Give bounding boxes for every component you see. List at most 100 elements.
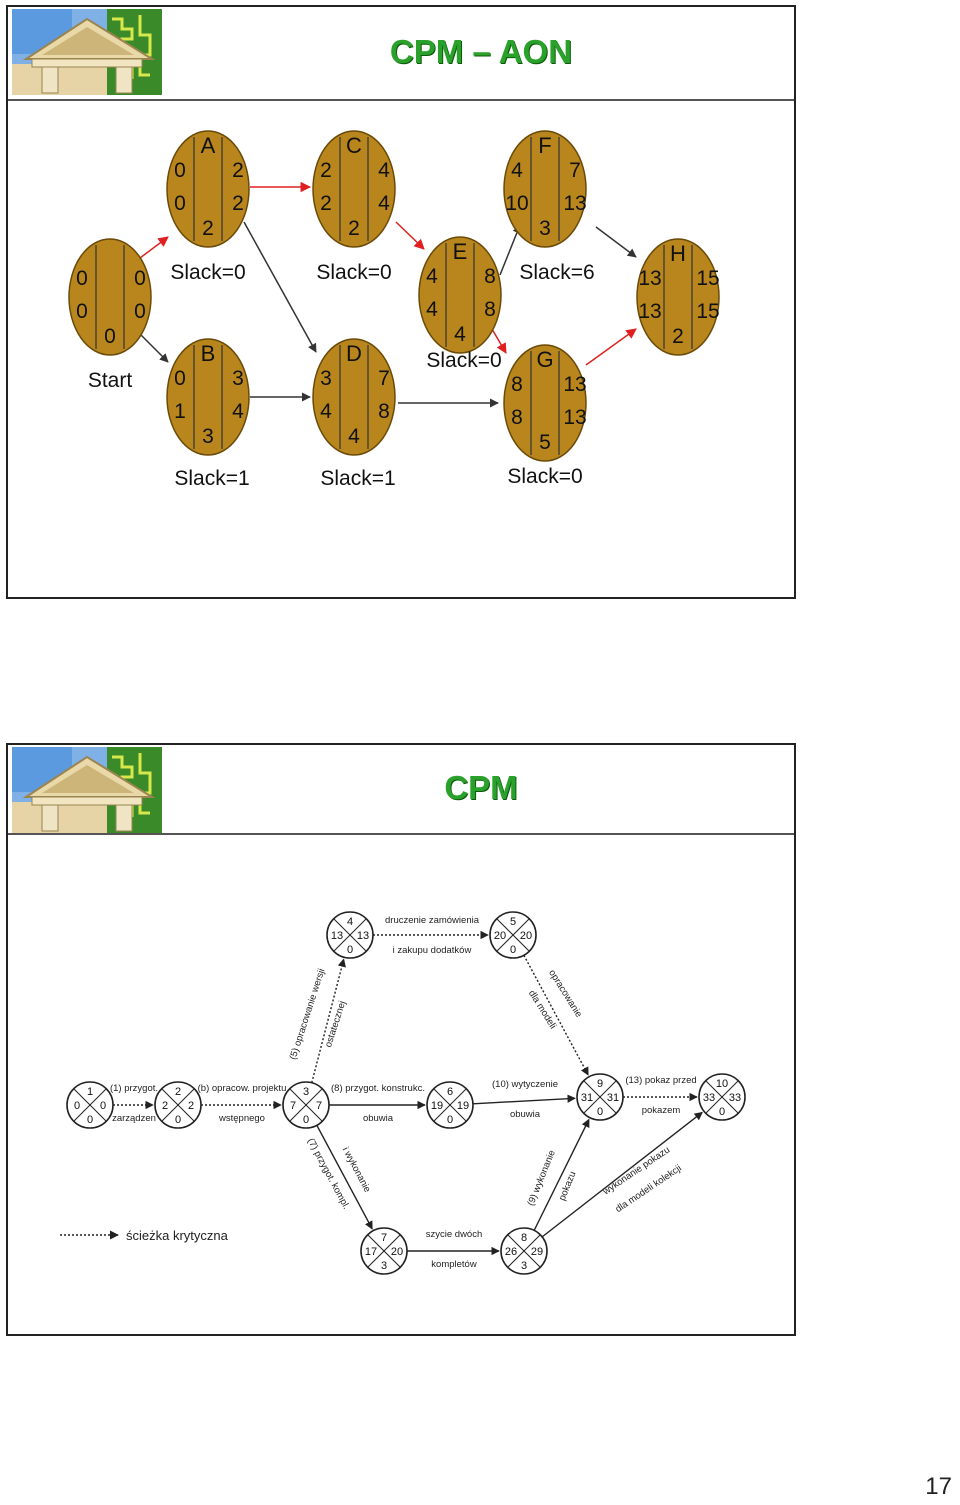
node-early-start: 13	[638, 267, 661, 290]
node-name: G	[536, 347, 553, 372]
edge-8-10	[541, 1111, 703, 1238]
node-duration: 2	[672, 325, 684, 348]
slide-header: CPM – AON	[8, 7, 794, 101]
event-earliest: 31	[581, 1092, 593, 1104]
event-number: 3	[303, 1086, 309, 1098]
event-earliest: 19	[431, 1100, 443, 1112]
aon-node-shape	[166, 130, 250, 248]
node-early-finish: 4	[378, 159, 390, 182]
event-cross-b	[161, 1088, 195, 1122]
slide-title-2: CPM	[444, 769, 518, 806]
node-late-finish: 13	[563, 192, 586, 215]
node-duration: 5	[539, 431, 551, 454]
event-cross-b	[705, 1080, 739, 1114]
node-early-start: 0	[174, 159, 186, 182]
start-label: Start	[88, 369, 133, 392]
event-latest: 29	[531, 1246, 543, 1258]
label-9-10-bot: pokazem	[642, 1105, 681, 1116]
label-5-9-top: opracowanie	[546, 968, 584, 1020]
node-early-finish: 7	[378, 367, 390, 390]
event-number: 4	[347, 916, 353, 928]
event-earliest: 0	[74, 1100, 80, 1112]
aon-node-shape	[312, 338, 396, 456]
event-cross-b	[583, 1080, 617, 1114]
aon-node-shape	[418, 236, 502, 354]
node-late-start: 8	[511, 406, 523, 429]
event-cross-b	[367, 1234, 401, 1268]
node-late-start: 2	[320, 192, 332, 215]
node-slack-e: Slack=0	[426, 349, 501, 372]
event-earliest: 20	[494, 930, 506, 942]
label-7-8-bot: kompletów	[431, 1259, 477, 1270]
node-name: D	[346, 341, 362, 366]
node-slack-f: Slack=6	[519, 261, 594, 284]
event-slack: 3	[381, 1260, 387, 1272]
event-number: 9	[597, 1078, 603, 1090]
node-name: F	[538, 133, 551, 158]
node-early-start: 0	[76, 267, 88, 290]
node-late-finish: 4	[232, 400, 244, 423]
puzzle-temple-logo	[12, 9, 162, 95]
event-latest: 20	[520, 930, 532, 942]
node-late-finish: 0	[134, 300, 146, 323]
node-slack-b: Slack=1	[174, 467, 249, 490]
event-slack: 0	[347, 944, 353, 956]
event-slack: 3	[521, 1260, 527, 1272]
node-early-start: 3	[320, 367, 332, 390]
node-name: H	[670, 241, 686, 266]
edge-a-d	[243, 221, 317, 353]
node-late-start: 10	[505, 192, 528, 215]
node-early-start: 4	[511, 159, 523, 182]
event-slack: 0	[303, 1114, 309, 1126]
event-cross-b	[333, 918, 367, 952]
node-early-start: 2	[320, 159, 332, 182]
label-8-9-bot: pokazu	[557, 1170, 579, 1203]
slide-title: CPM – AON	[389, 33, 573, 70]
node-duration: 3	[539, 217, 551, 240]
edge-3-4	[311, 958, 346, 1083]
node-name: C	[346, 133, 362, 158]
node-name: B	[201, 341, 216, 366]
event-slack: 0	[87, 1114, 93, 1126]
label-9-10-top: (13) pokaz przed	[625, 1075, 696, 1086]
cpm-event-network: (1) przygot.zarządzen(b) opracow. projek…	[60, 911, 746, 1275]
node-duration: 0	[104, 325, 116, 348]
event-slack: 0	[719, 1106, 725, 1118]
aon-node-shape	[503, 130, 587, 248]
label-6-9-top: (10) wytyczenie	[492, 1079, 558, 1090]
node-late-start: 1	[174, 400, 186, 423]
event-cross-b	[507, 1234, 541, 1268]
edge-3-7	[316, 1124, 373, 1230]
node-early-start: 4	[426, 265, 438, 288]
label-3-6-top: (8) przygot. konstrukc.	[331, 1083, 425, 1094]
event-number: 10	[716, 1078, 728, 1090]
node-slack-g: Slack=0	[507, 465, 582, 488]
aon-node-shape	[166, 338, 250, 456]
node-early-finish: 8	[484, 265, 496, 288]
event-slack: 0	[447, 1114, 453, 1126]
node-duration: 2	[348, 217, 360, 240]
edge-f-h	[595, 226, 637, 258]
edge-g-h	[585, 328, 637, 366]
edge-5-9	[523, 954, 589, 1076]
edge-e-f	[499, 224, 522, 276]
event-cross-b	[433, 1088, 467, 1122]
event-number: 6	[447, 1086, 453, 1098]
legend-label: ścieżka krytyczna	[126, 1228, 229, 1243]
event-latest: 13	[357, 930, 369, 942]
label-1-2-bot: zarządzen	[112, 1113, 156, 1124]
event-slack: 0	[597, 1106, 603, 1118]
event-latest: 7	[316, 1100, 322, 1112]
event-latest: 0	[100, 1100, 106, 1112]
